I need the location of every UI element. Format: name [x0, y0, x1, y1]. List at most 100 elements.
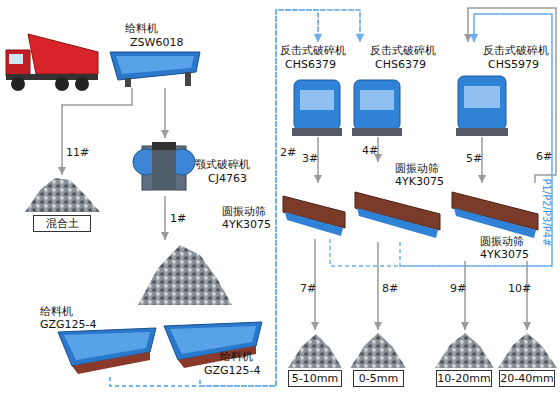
stone-pile [288, 334, 342, 368]
model-number: CHS6379 [285, 58, 336, 71]
model-number: CHS5979 [488, 58, 539, 71]
impact-crusher [352, 80, 402, 136]
crusher-panel [464, 86, 500, 108]
equipment-name: 反击式破碎机 [483, 44, 549, 57]
jaw-crusher [133, 142, 195, 190]
vibrating-feeder [110, 52, 200, 87]
vibrating-feeder [164, 322, 262, 368]
return-flow-line [110, 10, 360, 386]
product-node: 10-20mm [433, 330, 495, 388]
product-size-label: 5-10mm [288, 370, 342, 387]
stone-pile [498, 333, 557, 368]
equipment-node: 给料机GZG125-4 [35, 305, 160, 377]
impact-crusher [292, 80, 342, 136]
jaw-inlet [152, 142, 176, 150]
equipment-node: 圆振动筛4YK3075 [222, 183, 346, 239]
truck-wheel [75, 77, 89, 91]
stone-pile [25, 178, 100, 212]
crusher-body [294, 80, 340, 130]
truck-bed [28, 34, 98, 74]
equipment-name: 反击式破碎机 [370, 44, 436, 57]
feeder-leg [125, 78, 131, 87]
equipment-name: 圆振动筛 [222, 205, 266, 218]
model-number: 4YK3075 [222, 218, 271, 231]
product-size-label: 10-20mm [436, 370, 492, 387]
crusher-body [458, 76, 506, 130]
callout-number: 4# [362, 144, 378, 157]
callout-number: 10# [508, 282, 531, 295]
crusher-body [354, 80, 400, 130]
crusher-panel [360, 90, 394, 110]
callout-number: 6# [536, 150, 552, 163]
callout-number: 8# [382, 282, 398, 295]
truck-wheel [55, 77, 69, 91]
feeder-leg [185, 72, 191, 86]
equipment-node: 反击式破碎机CHS6379 [280, 42, 348, 137]
truck-window [9, 54, 23, 64]
equipment-node: 给料机GZG125-4 [160, 318, 265, 380]
callout-number: 3# [302, 152, 318, 165]
equipment-node: 圆振动筛4YK3075 [353, 162, 448, 242]
equipment-node: 反击式破碎机CHS6379 [350, 42, 438, 137]
equipment-name: 给料机 [220, 350, 253, 363]
model-number: GZG125-4 [40, 318, 97, 331]
model-number: 4YK3075 [395, 175, 444, 188]
conveyor-line [164, 196, 166, 240]
product-node: 5-10mm [285, 330, 345, 388]
conveyor-line [377, 242, 379, 330]
equipment-node: 颚式破碎机CJ4763 [138, 138, 258, 196]
dump-truck [6, 34, 98, 91]
model-number: GZG125-4 [204, 364, 261, 377]
return-flow-line [200, 10, 360, 386]
product-size-label: 0-5mm [353, 370, 404, 387]
model-number: CHS6379 [375, 58, 426, 71]
equipment-node: 反击式破碎机CHS5979 [453, 42, 551, 137]
truck-wheel [11, 77, 25, 91]
jaw-frame [152, 150, 176, 190]
model-number: CJ4763 [208, 172, 247, 185]
stone-pile [435, 333, 494, 368]
product-node: 0-5mm [350, 330, 407, 388]
truck-cab [6, 50, 30, 76]
conveyor-line [62, 88, 132, 175]
callout-number: 9# [450, 282, 466, 295]
stone-pile [138, 245, 232, 305]
model-number: ZSW6018 [130, 36, 183, 49]
feeder-inner [116, 56, 194, 74]
equipment-name: 颚式破碎机 [195, 158, 250, 171]
vibrating-screen [283, 196, 345, 236]
product-size-label: 混合土 [33, 215, 91, 232]
conveyor-line [526, 261, 528, 330]
impact-crusher [456, 76, 508, 136]
crusher-base [456, 128, 508, 136]
vibrating-screen [452, 192, 538, 238]
equipment-node: 圆振动筛4YK3075 [450, 183, 540, 261]
callout-number: 7# [300, 282, 316, 295]
stone-pile [350, 333, 406, 368]
callout-number: 5# [466, 152, 482, 165]
product-node: 混合土 [25, 175, 100, 233]
return-flow-line [330, 14, 552, 266]
equipment-name: 反击式破碎机 [280, 44, 346, 57]
screen-frame [285, 212, 343, 236]
feeder-base [72, 352, 150, 374]
equipment-node: 给料机ZSW6018 [105, 18, 205, 88]
model-number: 4YK3075 [480, 248, 529, 261]
equipment-name: 给料机 [125, 22, 158, 35]
vibrating-screen [355, 192, 440, 238]
conveyor-line [164, 88, 166, 138]
crusher-panel [300, 90, 334, 110]
screen-frame [454, 208, 536, 238]
equipment-name: 给料机 [40, 305, 73, 318]
crusher-base [292, 128, 342, 136]
vibrating-feeder [58, 328, 156, 374]
callout-number: 1# [170, 212, 186, 225]
screen-frame [357, 208, 438, 238]
product-size-label: 20-40mm [499, 370, 555, 387]
conveyor-line [464, 261, 466, 330]
equipment-name: 圆振动筛 [395, 162, 439, 175]
callout-number: P1/P2/P3/P4# [540, 178, 553, 246]
